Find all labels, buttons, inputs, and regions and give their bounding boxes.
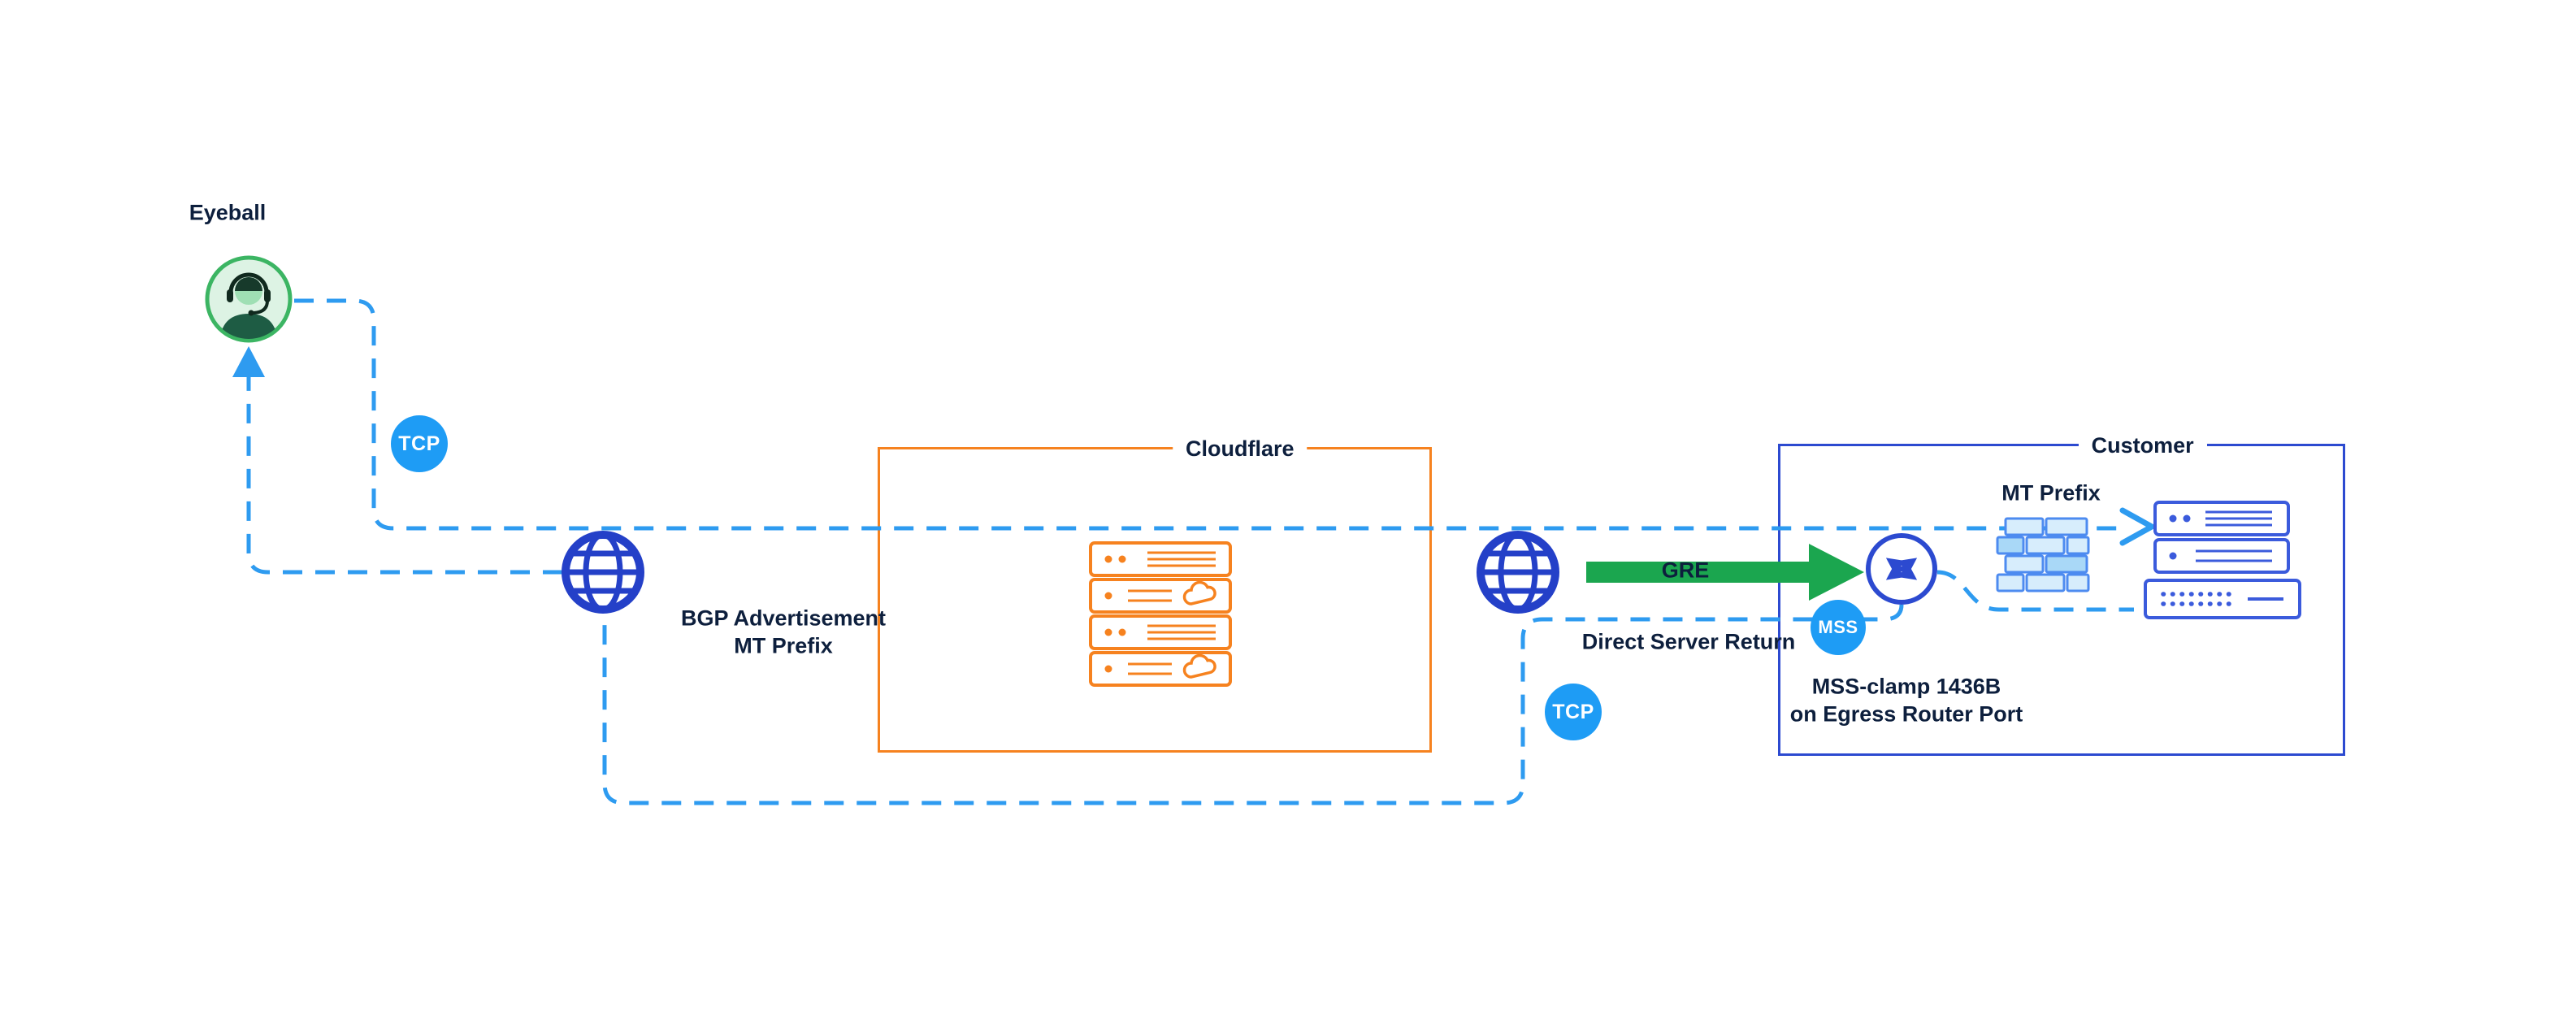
- internet-globe-icon: [1477, 531, 1559, 614]
- router-to-server-line: [1936, 570, 2134, 612]
- cloudflare-server-stack-icon: [1089, 541, 1232, 687]
- eyeball-label: Eyeball: [189, 200, 267, 225]
- direct-server-return-label: Direct Server Return: [1581, 629, 1796, 654]
- eyeball-person-icon: [205, 255, 293, 343]
- mss-clamp-label-line2: on Egress Router Port: [1789, 701, 2023, 727]
- flow-lines: [246, 298, 2134, 805]
- bgp-advertisement-label-line1: BGP Advertisement: [680, 605, 887, 631]
- cloud-icon: [1182, 580, 1216, 605]
- cloudflare-box: Cloudflare: [878, 436, 1432, 753]
- tcp-badge-return: TCP: [1545, 684, 1602, 740]
- egress-flow-line: [602, 604, 1904, 805]
- customer-box-title: Customer: [2078, 432, 2207, 459]
- gre-arrow: [1586, 544, 1864, 601]
- up-arrowhead-icon: [232, 346, 265, 377]
- bgp-advertisement-label-line2: MT Prefix: [734, 633, 833, 658]
- cloud-icon: [1182, 653, 1216, 679]
- internet-globe-icon: [562, 531, 644, 614]
- return-to-eyeball-line: [246, 367, 562, 575]
- cloudflare-box-title: Cloudflare: [1173, 436, 1308, 462]
- router-icon: [1866, 533, 1937, 605]
- gre-label: GRE: [1661, 558, 1710, 583]
- firewall-icon: [1996, 517, 2090, 592]
- tcp-badge-ingress: TCP: [391, 415, 448, 472]
- chevron-right-icon: [2119, 507, 2155, 546]
- customer-box: Customer: [1778, 432, 2345, 756]
- ingress-flow-line: [294, 298, 2119, 531]
- mt-prefix-label: MT Prefix: [2001, 480, 2101, 506]
- mss-badge: MSS: [1811, 600, 1866, 655]
- mss-clamp-label-line1: MSS-clamp 1436B: [1811, 674, 2001, 699]
- customer-server-icons: [2144, 501, 2301, 619]
